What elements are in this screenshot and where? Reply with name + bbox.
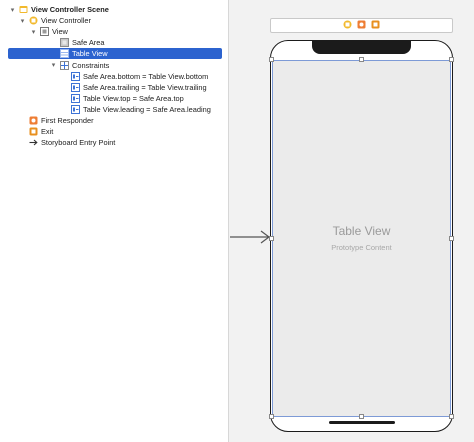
outline-item-view-controller[interactable]: ▾ View Controller [8,15,222,26]
entry-point-arrow-icon [29,138,38,147]
disclosure-triangle-icon[interactable]: ▾ [31,28,36,36]
table-view-title: Table View [332,224,391,238]
outline-item-label: Table View.top = Safe Area.top [83,93,184,103]
outline-item-exit[interactable]: Exit [8,126,222,137]
outline-item-table-view-leading-safe-area-leading[interactable]: Table View.leading = Safe Area.leading [8,104,222,115]
outline-item-storyboard-entry-point[interactable]: Storyboard Entry Point [8,137,222,148]
iphone-frame[interactable]: Table View Prototype Content [270,40,453,432]
first-responder-icon [29,116,38,125]
disclosure-spacer [60,83,69,92]
constraints-icon [60,60,69,70]
outline-item-label: View [52,27,68,37]
resize-handle-middle-left[interactable] [269,236,274,241]
constraint-icon [71,82,80,92]
constraint-icon [71,93,80,103]
outline-item-label: First Responder [41,116,94,125]
outline-item-label: View Controller Scene [31,5,109,14]
resize-handle-bottom-center[interactable] [359,414,364,419]
outline-item-label: Constraints [72,60,110,70]
dock-first-responder-icon[interactable] [357,20,366,31]
document-outline: ▾ View Controller Scene ▾ View Controller ▾ V… [0,0,228,442]
outline-item-table-view[interactable]: Table View [8,48,222,60]
disclosure-triangle-icon[interactable]: ▾ [51,62,56,69]
outline-item-label: Safe Area [72,38,105,48]
resize-handle-top-left[interactable] [269,57,274,62]
outline-item-safe-area-trailing-table-view-trailing[interactable]: Safe Area.trailing = Table View.trailing [8,82,222,93]
disclosure-spacer [18,127,27,136]
resize-handle-top-right[interactable] [449,57,454,62]
disclosure-spacer [49,49,58,58]
disclosure-spacer [18,138,27,147]
exit-icon [29,127,38,136]
outline-item-label: View Controller [41,16,91,26]
outline-item-label: Storyboard Entry Point [41,138,116,148]
outline-item-table-view-top-safe-area-top[interactable]: Table View.top = Safe Area.top [8,93,222,104]
outline-item-view[interactable]: ▾ View [8,26,222,37]
disclosure-spacer [18,116,27,125]
outline-item-view-controller-scene[interactable]: ▾ View Controller Scene [8,4,222,15]
table-view-subtitle: Prototype Content [331,243,392,252]
home-indicator [329,421,395,424]
resize-handle-bottom-right[interactable] [449,414,454,419]
disclosure-spacer [60,72,69,81]
disclosure-triangle-icon[interactable]: ▾ [10,6,15,14]
outline-item-label: Safe Area.bottom = Table View.bottom [83,71,209,81]
resize-handle-bottom-left[interactable] [269,414,274,419]
resize-handle-top-center[interactable] [359,57,364,62]
table-view-canvas[interactable]: Table View Prototype Content [272,60,451,417]
outline-item-safe-area-bottom-table-view-bottom[interactable]: Safe Area.bottom = Table View.bottom [8,71,222,82]
resize-handle-middle-right[interactable] [449,236,454,241]
phone-notch [312,41,411,54]
safe-area-icon [60,38,69,48]
scene-dock [270,18,453,33]
dock-exit-icon[interactable] [371,20,380,31]
view-icon [40,27,49,37]
outline-item-label: Exit [41,127,54,137]
disclosure-spacer [60,105,69,114]
outline-item-first-responder[interactable]: First Responder [8,115,222,126]
disclosure-spacer [49,38,58,47]
outline-item-constraints[interactable]: ▾ Constraints [8,60,222,71]
storyboard-canvas[interactable]: Table View Prototype Content [228,0,474,442]
scene-icon [19,5,28,14]
outline-item-label: Table View.leading = Safe Area.leading [83,104,211,114]
storyboard-entry-arrow-icon[interactable] [229,229,273,245]
dock-view-controller-icon[interactable] [343,20,352,31]
outline-item-label: Safe Area.trailing = Table View.trailing [83,82,207,92]
table-view-icon [60,49,69,59]
constraint-icon [71,71,80,81]
view-controller-icon [29,16,38,25]
disclosure-triangle-icon[interactable]: ▾ [20,17,25,25]
outline-item-label: Table View [72,49,108,59]
outline-item-safe-area[interactable]: Safe Area [8,37,222,48]
constraint-icon [71,104,80,114]
disclosure-spacer [60,94,69,103]
